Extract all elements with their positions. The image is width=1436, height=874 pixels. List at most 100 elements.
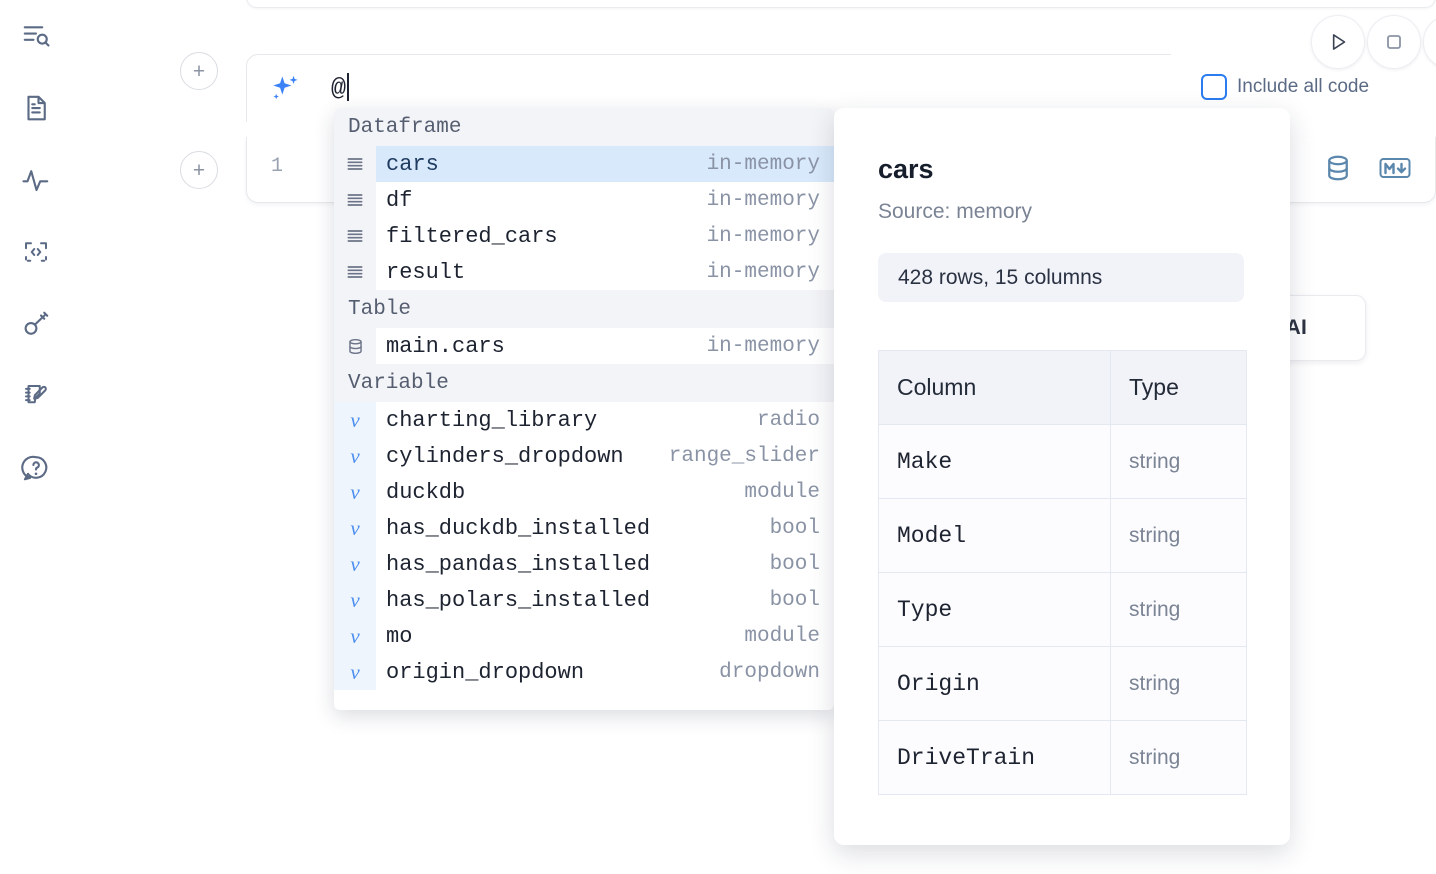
detail-source: Source: memory <box>878 200 1032 224</box>
left-icon-rail <box>0 0 72 874</box>
autocomplete-item-meta: in-memory <box>707 335 834 358</box>
autocomplete-item[interactable]: v origin_dropdown dropdown <box>334 654 834 690</box>
table-row: Makestring <box>879 425 1247 499</box>
previous-cell-card <box>246 0 1436 8</box>
activity-pulse-icon[interactable] <box>14 158 58 202</box>
autocomplete-item-meta: module <box>744 625 834 648</box>
autocomplete-item-name: cars <box>386 152 439 177</box>
autocomplete-group-header: Dataframe <box>334 108 834 146</box>
autocomplete-item[interactable]: v has_polars_installed bool <box>334 582 834 618</box>
autocomplete-item-name: mo <box>386 624 412 649</box>
autocomplete-item-name: has_polars_installed <box>386 588 650 613</box>
ai-prompt-value: @ <box>331 74 346 103</box>
variable-icon: v <box>334 402 376 438</box>
autocomplete-item[interactable]: v has_duckdb_installed bool <box>334 510 834 546</box>
column-type-cell: string <box>1111 499 1247 573</box>
variable-icon: v <box>334 438 376 474</box>
autocomplete-item-name: has_duckdb_installed <box>386 516 650 541</box>
stop-cell-button[interactable] <box>1367 15 1421 69</box>
column-name-cell: Model <box>879 499 1111 573</box>
autocomplete-item-meta: bool <box>770 553 834 576</box>
database-icon[interactable] <box>1323 153 1353 183</box>
include-all-code-label: Include all code <box>1237 76 1369 98</box>
add-cell-below-label: + <box>193 160 205 181</box>
column-type-cell: string <box>1111 573 1247 647</box>
autocomplete-item-name: df <box>386 188 412 213</box>
column-type-cell: string <box>1111 425 1247 499</box>
autocomplete-item-name: main.cars <box>386 334 505 359</box>
autocomplete-item[interactable]: v charting_library radio <box>334 402 834 438</box>
code-brackets-icon[interactable] <box>14 230 58 274</box>
key-icon[interactable] <box>14 302 58 346</box>
include-all-code-row[interactable]: Include all code <box>1201 74 1369 100</box>
add-cell-above-label: + <box>193 61 205 82</box>
autocomplete-item-meta: in-memory <box>707 261 834 284</box>
autocomplete-item[interactable]: result in-memory <box>334 254 834 290</box>
variable-icon: v <box>334 474 376 510</box>
detail-title: cars <box>878 154 934 185</box>
autocomplete-item[interactable]: main.cars in-memory <box>334 328 834 364</box>
table-row: Modelstring <box>879 499 1247 573</box>
autocomplete-item-name: filtered_cars <box>386 224 558 249</box>
outline-search-icon[interactable] <box>14 14 58 58</box>
file-text-icon[interactable] <box>14 86 58 130</box>
table-body: MakestringModelstringTypestringOriginstr… <box>879 425 1247 795</box>
autocomplete-dropdown[interactable]: Dataframecarsin-memorydfin-memoryfiltere… <box>334 108 834 710</box>
column-name-cell: Origin <box>879 647 1111 721</box>
autocomplete-item[interactable]: filtered_cars in-memory <box>334 218 834 254</box>
autocomplete-item-meta: dropdown <box>719 661 834 684</box>
variable-icon: v <box>334 546 376 582</box>
add-cell-below-button[interactable]: + <box>180 151 218 189</box>
autocomplete-item[interactable]: carsin-memory <box>334 146 834 182</box>
autocomplete-item-name: has_pandas_installed <box>386 552 650 577</box>
table-row: Typestring <box>879 573 1247 647</box>
autocomplete-item-meta: range_slider <box>669 445 834 468</box>
autocomplete-item[interactable]: v cylinders_dropdown range_slider <box>334 438 834 474</box>
detail-columns-table: Column Type MakestringModelstringTypestr… <box>878 350 1247 795</box>
autocomplete-item-name: duckdb <box>386 480 465 505</box>
sparkle-ai-icon <box>269 73 301 105</box>
table-row: DriveTrainstring <box>879 721 1247 795</box>
autocomplete-item[interactable]: vmomodule <box>334 618 834 654</box>
autocomplete-item-name: origin_dropdown <box>386 660 584 685</box>
database-icon <box>334 328 376 364</box>
cell-toolbar-icons <box>1323 153 1411 183</box>
autocomplete-item-meta: bool <box>770 589 834 612</box>
column-name-cell: Type <box>879 573 1111 647</box>
run-cell-button[interactable] <box>1311 15 1365 69</box>
notebook-pencil-icon[interactable] <box>14 374 58 418</box>
autocomplete-item-meta: module <box>744 481 834 504</box>
autocomplete-item-meta: bool <box>770 517 834 540</box>
ai-prompt-input[interactable]: @ <box>331 73 349 103</box>
column-name-cell: Make <box>879 425 1111 499</box>
autocomplete-item-name: charting_library <box>386 408 597 433</box>
variable-icon: v <box>334 654 376 690</box>
header-type: Type <box>1111 351 1247 425</box>
autocomplete-item-name: cylinders_dropdown <box>386 444 624 469</box>
autocomplete-item-meta: in-memory <box>707 225 834 248</box>
more-actions-button[interactable] <box>1423 15 1436 69</box>
autocomplete-item[interactable]: v has_pandas_installed bool <box>334 546 834 582</box>
column-name-cell: DriveTrain <box>879 721 1111 795</box>
text-caret <box>347 73 349 101</box>
line-number: 1 <box>271 155 283 178</box>
column-type-cell: string <box>1111 647 1247 721</box>
variable-icon: v <box>334 582 376 618</box>
table-rows-icon <box>334 182 376 218</box>
add-cell-above-button[interactable]: + <box>180 52 218 90</box>
markdown-icon[interactable] <box>1379 156 1411 180</box>
include-all-code-checkbox[interactable] <box>1201 74 1227 100</box>
autocomplete-item-meta: radio <box>757 409 834 432</box>
autocomplete-item[interactable]: df in-memory <box>334 182 834 218</box>
header-column: Column <box>879 351 1111 425</box>
autocomplete-list: Dataframecarsin-memorydfin-memoryfiltere… <box>334 108 834 690</box>
detail-shape-badge: 428 rows, 15 columns <box>878 253 1244 302</box>
autocomplete-item-name: result <box>386 260 465 285</box>
autocomplete-item[interactable]: vduckdb module <box>334 474 834 510</box>
table-header-row: Column Type <box>879 351 1247 425</box>
variable-icon: v <box>334 510 376 546</box>
help-chat-icon[interactable] <box>14 446 58 490</box>
autocomplete-item-meta: in-memory <box>707 189 834 212</box>
table-row: Originstring <box>879 647 1247 721</box>
